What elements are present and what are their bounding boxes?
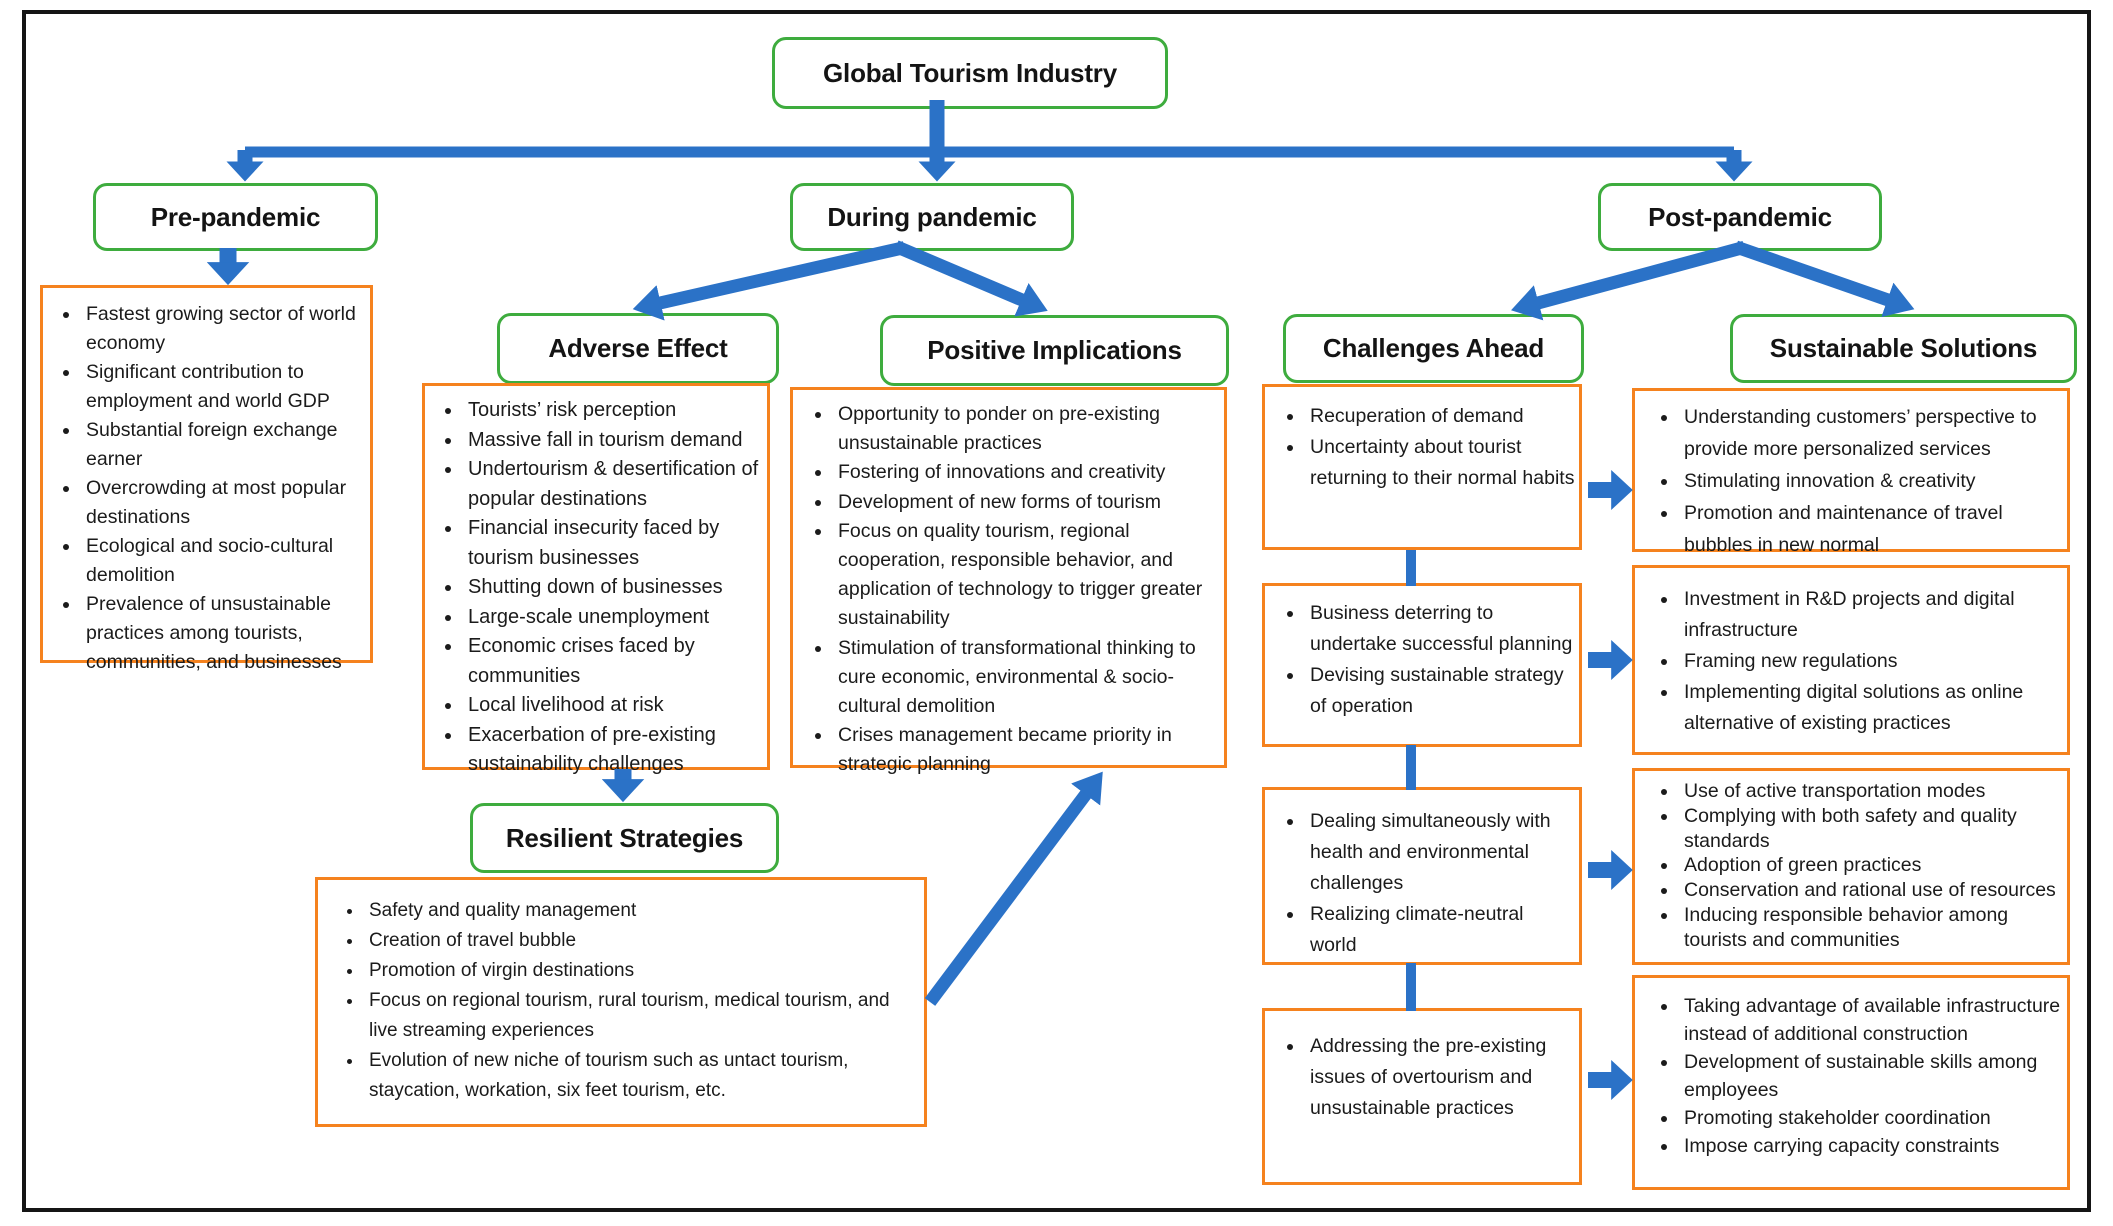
bullet-item: Understanding customers’ perspective to … [1679,401,2063,465]
bullet-item: Framing new regulations [1679,646,2063,677]
bullet-item: Evolution of new niche of tourism such a… [364,1046,920,1106]
bullet-item: Development of sustainable skills among … [1679,1048,2063,1104]
bullet-list: Investment in R&D projects and digital i… [1649,584,2063,739]
node-label: Resilient Strategies [505,822,744,853]
bullet-item: Massive fall in tourism demand [463,426,763,456]
bullet-list: Understanding customers’ perspective to … [1649,401,2063,561]
bullet-item: Inducing responsible behavior among tour… [1679,903,2063,953]
bullet-item: Promotion and maintenance of travel bubb… [1679,497,2063,561]
bullet-item: Economic crises faced by communities [463,632,763,691]
node-sustainable-solutions: Sustainable Solutions [1730,314,2077,383]
bullet-item: Ecological and socio-cultural demolition [81,532,366,590]
bullet-item: Shutting down of businesses [463,573,763,603]
bullet-item: Prevalence of unsustainable practices am… [81,590,366,677]
bullet-item: Fostering of innovations and creativity [833,458,1220,487]
challenge-box-3: Dealing simultaneously with health and e… [1262,787,1582,965]
bullet-list: Opportunity to ponder on pre-existing un… [807,400,1220,780]
bullet-item: Focus on regional tourism, rural tourism… [364,986,920,1046]
node-adverse-effect: Adverse Effect [497,313,779,384]
solution-box-1: Understanding customers’ perspective to … [1632,388,2070,556]
bullet-list: Use of active transportation modesComply… [1649,779,2063,953]
solution-box-2: Investment in R&D projects and digital i… [1632,565,2070,755]
adverse-effect-points-box: Tourists’ risk perceptionMassive fall in… [422,383,770,775]
positive-implications-points-box: Opportunity to ponder on pre-existing un… [790,387,1227,775]
bullet-list: Tourists’ risk perceptionMassive fall in… [437,396,763,780]
node-challenges-ahead: Challenges Ahead [1283,314,1584,383]
challenge-box-1: Recuperation of demandUncertainty about … [1262,384,1582,550]
node-label: Challenges Ahead [1322,333,1545,363]
bullet-item: Promoting stakeholder coordination [1679,1104,2063,1132]
bullet-item: Substantial foreign exchange earner [81,416,366,474]
node-during-pandemic: During pandemic [790,183,1074,251]
bullet-item: Stimulation of transformational thinking… [833,634,1220,722]
bullet-item: Tourists’ risk perception [463,396,763,426]
bullet-list: Addressing the pre-existing issues of ov… [1273,1031,1575,1124]
challenge-box-4: Addressing the pre-existing issues of ov… [1262,1008,1582,1185]
bullet-item: Business deterring to undertake successf… [1305,598,1575,660]
bullet-list: Dealing simultaneously with health and e… [1273,806,1575,961]
bullet-item: Taking advantage of available infrastruc… [1679,992,2063,1048]
bullet-item: Significant contribution to employment a… [81,358,366,416]
bullet-item: Uncertainty about tourist returning to t… [1305,432,1575,494]
node-label: Post-pandemic [1648,201,1832,232]
bullet-item: Complying with both safety and quality s… [1679,804,2063,854]
node-label: Sustainable Solutions [1769,333,2038,363]
solution-box-4: Taking advantage of available infrastruc… [1632,975,2070,1190]
bullet-item: Adoption of green practices [1679,853,2063,878]
bullet-item: Investment in R&D projects and digital i… [1679,584,2063,646]
node-resilient-strategies: Resilient Strategies [470,803,779,873]
challenge-box-2: Business deterring to undertake successf… [1262,583,1582,747]
bullet-item: Crises management became priority in str… [833,721,1220,779]
bullet-list: Safety and quality managementCreation of… [336,896,920,1106]
bullet-item: Stimulating innovation & creativity [1679,465,2063,497]
bullet-item: Focus on quality tourism, regional coope… [833,517,1220,634]
bullet-item: Undertourism & desertification of popula… [463,455,763,514]
bullet-item: Local livelihood at risk [463,691,763,721]
node-label: During pandemic [827,201,1037,232]
bullet-item: Safety and quality management [364,896,920,926]
bullet-item: Devising sustainable strategy of operati… [1305,660,1575,722]
bullet-item: Realizing climate-neutral world [1305,899,1575,961]
bullet-list: Taking advantage of available infrastruc… [1649,992,2063,1160]
bullet-list: Business deterring to undertake successf… [1273,598,1575,722]
bullet-item: Fastest growing sector of world economy [81,300,366,358]
node-label: Pre-pandemic [150,201,321,232]
resilient-strategies-points-box: Safety and quality managementCreation of… [315,877,927,1127]
node-pre-pandemic: Pre-pandemic [93,183,378,251]
pre-pandemic-points-box: Fastest growing sector of world economyS… [40,285,373,673]
bullet-item: Use of active transportation modes [1679,779,2063,804]
bullet-item: Addressing the pre-existing issues of ov… [1305,1031,1575,1124]
bullet-list: Recuperation of demandUncertainty about … [1273,401,1575,494]
node-label: Global Tourism Industry [823,57,1117,88]
node-label: Positive Implications [927,335,1182,365]
bullet-item: Large-scale unemployment [463,603,763,633]
bullet-item: Impose carrying capacity constraints [1679,1132,2063,1160]
solution-box-3: Use of active transportation modesComply… [1632,768,2070,965]
bullet-item: Dealing simultaneously with health and e… [1305,806,1575,899]
bullet-item: Exacerbation of pre-existing sustainabil… [463,721,763,780]
node-global-tourism-industry: Global Tourism Industry [772,37,1168,109]
bullet-item: Recuperation of demand [1305,401,1575,432]
bullet-list: Fastest growing sector of world economyS… [57,300,366,677]
bullet-item: Overcrowding at most popular destination… [81,474,366,532]
node-post-pandemic: Post-pandemic [1598,183,1882,251]
bullet-item: Promotion of virgin destinations [364,956,920,986]
node-positive-implications: Positive Implications [880,315,1229,386]
bullet-item: Financial insecurity faced by tourism bu… [463,514,763,573]
bullet-item: Development of new forms of tourism [833,488,1220,517]
bullet-item: Implementing digital solutions as online… [1679,677,2063,739]
bullet-item: Opportunity to ponder on pre-existing un… [833,400,1220,458]
bullet-item: Conservation and rational use of resourc… [1679,878,2063,903]
node-label: Adverse Effect [548,333,728,363]
bullet-item: Creation of travel bubble [364,926,920,956]
